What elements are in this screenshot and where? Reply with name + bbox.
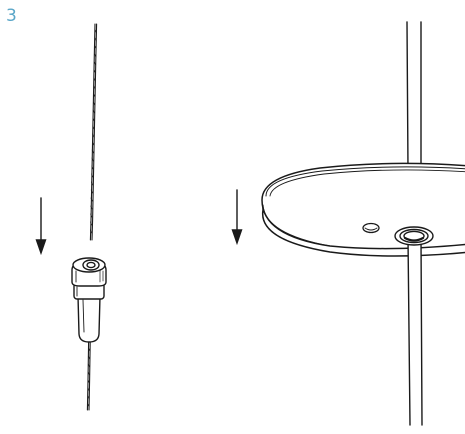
- suspension-rod: [408, 238, 422, 425]
- suspension-rod-upper: [407, 22, 421, 170]
- canopy-grommet: [395, 227, 433, 245]
- ceiling-canopy: [262, 163, 465, 256]
- cable-gripper: [72, 258, 106, 342]
- left-panel: [37, 24, 107, 410]
- step-number: 3: [6, 6, 17, 26]
- wire-cable: [87, 24, 96, 410]
- right-panel: [233, 22, 465, 425]
- down-arrow-icon: [233, 190, 242, 243]
- down-arrow-icon: [37, 198, 46, 253]
- canopy-small-hole: [363, 224, 379, 233]
